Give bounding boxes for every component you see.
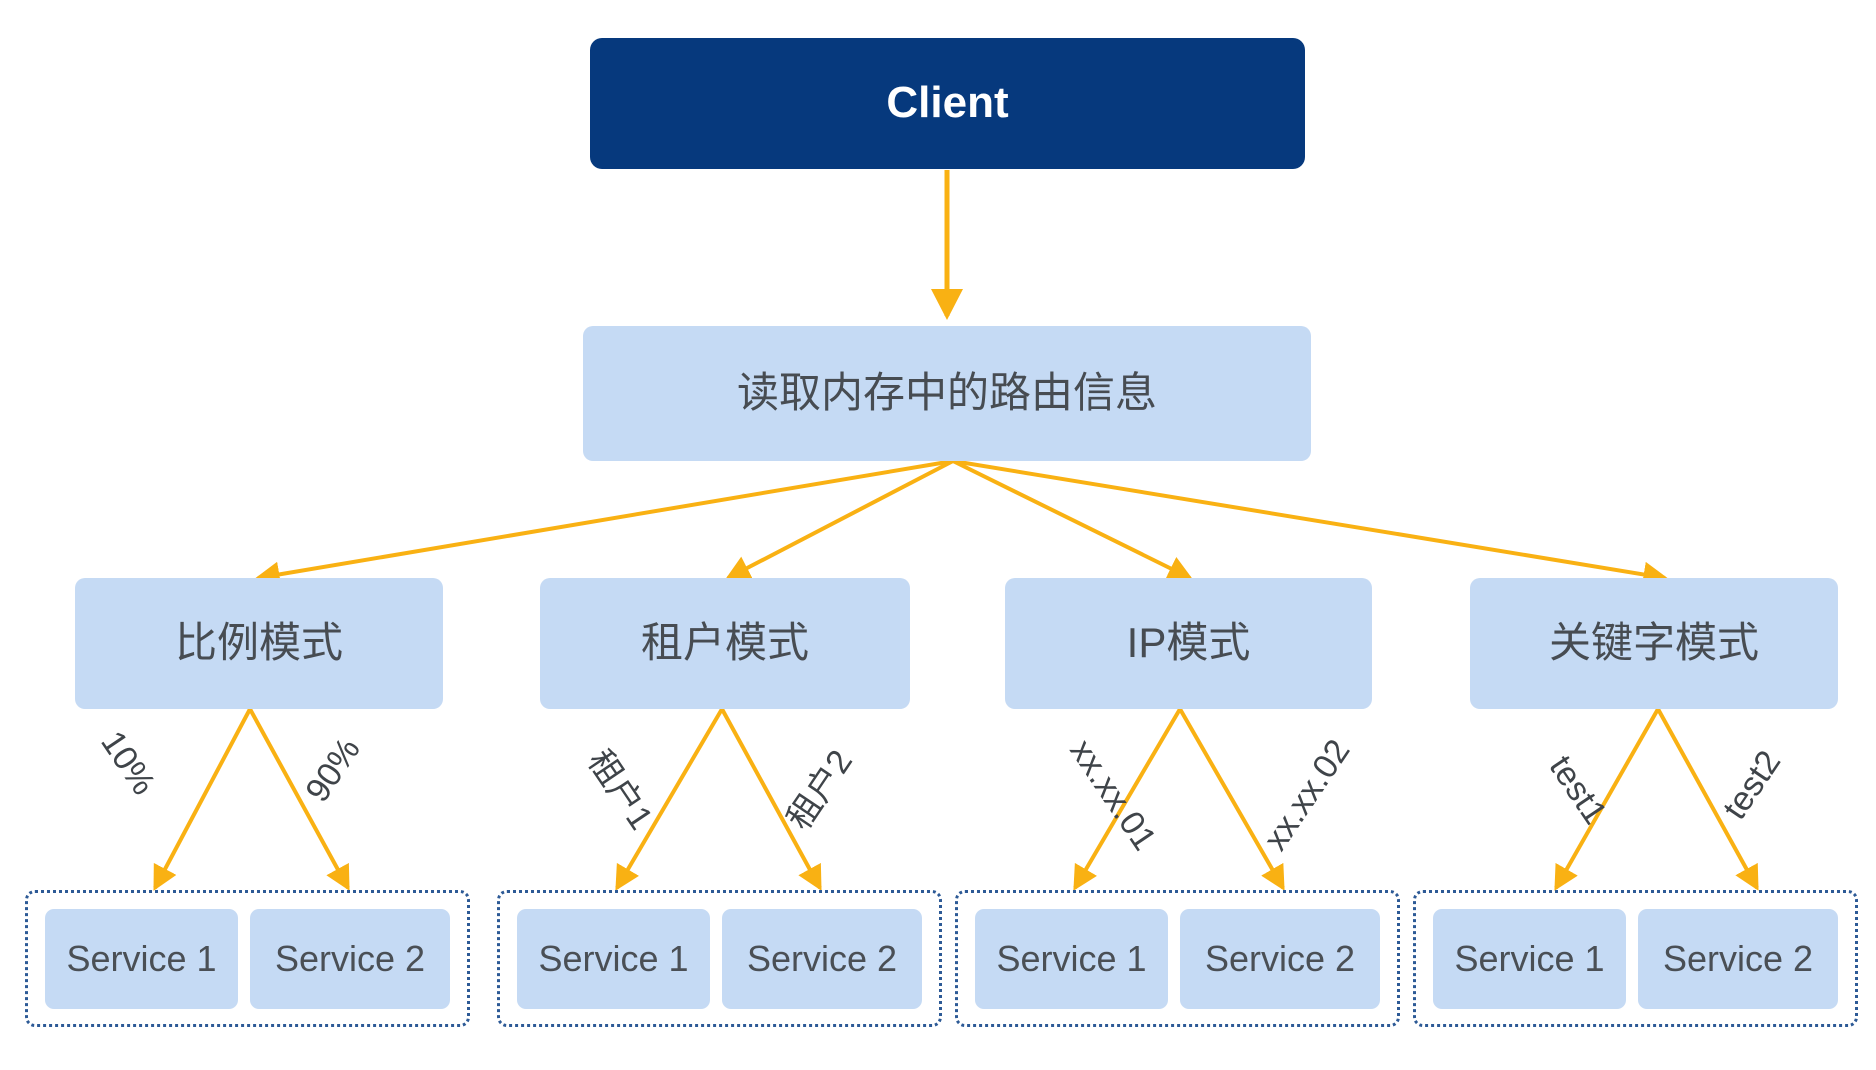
route-info-node[interactable]: 读取内存中的路由信息 bbox=[583, 326, 1311, 461]
edge-route-to-mode-2 bbox=[725, 459, 954, 580]
edge-label-mode-1-right: 90% bbox=[298, 731, 368, 809]
edge-label-mode-2-right: 租户2 bbox=[779, 743, 861, 837]
service-node-3-2-label: Service 2 bbox=[1204, 938, 1356, 980]
mode-node-tenant-label: 租户模式 bbox=[640, 619, 809, 667]
mode-node-proportion-label: 比例模式 bbox=[174, 619, 343, 667]
mode-node-ip[interactable]: IP模式 bbox=[1005, 578, 1372, 709]
service-node-3-2[interactable]: Service 2 bbox=[1180, 909, 1380, 1009]
service-node-1-1[interactable]: Service 1 bbox=[45, 909, 238, 1009]
client-node[interactable]: Client bbox=[590, 38, 1305, 169]
mode-node-keyword-label: 关键字模式 bbox=[1548, 619, 1759, 667]
mode-node-tenant[interactable]: 租户模式 bbox=[540, 578, 910, 709]
service-node-1-1-label: Service 1 bbox=[66, 938, 217, 980]
route-info-node-label: 读取内存中的路由信息 bbox=[736, 369, 1157, 417]
service-node-1-2[interactable]: Service 2 bbox=[250, 909, 450, 1009]
service-node-4-1-label: Service 1 bbox=[1454, 938, 1605, 980]
edge-mode-3-to-service-2 bbox=[1178, 708, 1285, 891]
edge-label-mode-1-left: 10% bbox=[93, 724, 163, 802]
mode-node-proportion[interactable]: 比例模式 bbox=[75, 578, 443, 709]
edge-route-to-mode-3 bbox=[952, 459, 1193, 580]
service-node-3-1[interactable]: Service 1 bbox=[975, 909, 1168, 1009]
edge-label-mode-2-left: 租户1 bbox=[579, 743, 661, 837]
service-group-keyword bbox=[1413, 890, 1858, 1027]
service-node-3-1-label: Service 1 bbox=[996, 938, 1147, 980]
edge-label-mode-4-right: test2 bbox=[1715, 743, 1789, 827]
service-group-tenant bbox=[497, 890, 942, 1027]
edge-label-mode-3-left: xx.xx.01 bbox=[1062, 732, 1164, 858]
service-node-4-2[interactable]: Service 2 bbox=[1638, 909, 1838, 1009]
mode-node-ip-label: IP模式 bbox=[1126, 619, 1251, 667]
service-group-proportion bbox=[25, 890, 470, 1027]
service-node-4-1[interactable]: Service 1 bbox=[1433, 909, 1626, 1009]
service-group-ip bbox=[955, 890, 1400, 1027]
service-node-2-2-label: Service 2 bbox=[746, 938, 898, 980]
service-node-4-2-label: Service 2 bbox=[1662, 938, 1814, 980]
edge-label-mode-3-right: xx.xx.02 bbox=[1256, 732, 1358, 858]
client-node-label: Client bbox=[886, 78, 1009, 128]
edge-route-to-mode-4 bbox=[952, 459, 1669, 588]
edge-route-to-mode-1 bbox=[254, 459, 954, 588]
service-node-2-1[interactable]: Service 1 bbox=[517, 909, 710, 1009]
edge-mode-1-to-service-1 bbox=[153, 708, 252, 891]
service-node-2-1-label: Service 1 bbox=[538, 938, 689, 980]
mode-node-keyword[interactable]: 关键字模式 bbox=[1470, 578, 1838, 709]
edge-label-mode-4-left: test1 bbox=[1541, 748, 1615, 832]
service-node-2-2[interactable]: Service 2 bbox=[722, 909, 922, 1009]
service-node-1-2-label: Service 2 bbox=[274, 938, 426, 980]
